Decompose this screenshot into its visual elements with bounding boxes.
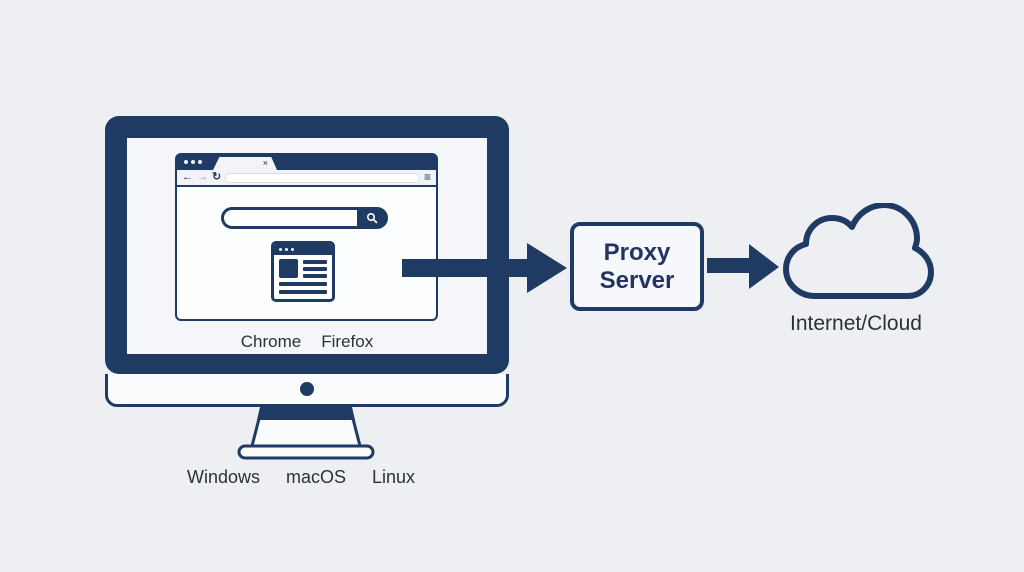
- label-firefox: Firefox: [321, 332, 374, 351]
- search-icon: [366, 212, 377, 224]
- label-windows: Windows: [186, 467, 260, 487]
- cloud-label: Internet/Cloud: [790, 312, 922, 335]
- proxy-server-box: Proxy Server: [570, 222, 704, 311]
- forward-icon: →: [197, 171, 208, 183]
- browser-window: × ← → ↻ ≡: [175, 153, 438, 321]
- label-macos: macOS: [285, 467, 346, 487]
- webpage-text-line: [279, 290, 327, 294]
- browser-tab: ×: [213, 157, 277, 170]
- reload-icon: ↻: [212, 171, 222, 183]
- browser-labels: Chrome Firefox: [127, 332, 487, 352]
- webpage-titlebar: [274, 244, 332, 255]
- monitor-frame: × ← → ↻ ≡: [105, 116, 509, 374]
- proxy-label-line1: Proxy: [603, 238, 671, 266]
- webpage-body: [274, 255, 332, 294]
- browser-nav-bar: ← → ↻ ≡: [177, 170, 436, 187]
- webpage-icon: [271, 241, 335, 302]
- search-bar: [221, 207, 388, 229]
- label-chrome: Chrome: [240, 332, 302, 351]
- monitor-screen: × ← → ↻ ≡: [127, 138, 487, 354]
- url-bar: [225, 172, 420, 183]
- webpage-image-block: [279, 259, 298, 278]
- label-linux: Linux: [372, 467, 416, 487]
- webpage-text-line: [279, 282, 327, 286]
- cloud-icon: [783, 203, 934, 299]
- camera-dot-icon: [300, 382, 314, 396]
- browser-title-bar: ×: [177, 155, 436, 170]
- tab-close-icon: ×: [262, 158, 268, 168]
- window-control-dots-icon: [184, 160, 202, 164]
- monitor-stand: [237, 406, 375, 460]
- monitor-chin: [105, 374, 509, 407]
- os-labels: Windows macOS Linux: [99, 467, 503, 488]
- arrow-proxy-to-cloud-icon: [707, 244, 779, 289]
- webpage-text-lines: [303, 259, 327, 278]
- menu-icon: ≡: [423, 170, 431, 184]
- proxy-label-line2: Server: [599, 266, 675, 294]
- back-icon: ←: [182, 171, 193, 183]
- search-button: [357, 209, 386, 227]
